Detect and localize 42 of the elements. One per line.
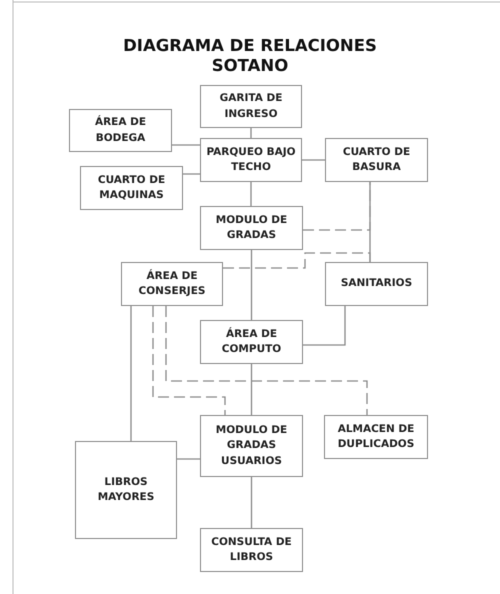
room-box xyxy=(200,320,303,364)
room-name: LIBROS MAYORES xyxy=(96,474,156,505)
room-box xyxy=(200,206,303,250)
connector-line xyxy=(302,159,325,161)
dashed-connector xyxy=(152,306,226,415)
connector-line xyxy=(250,128,252,138)
room-box xyxy=(69,109,172,152)
room-box xyxy=(200,138,302,182)
room-box xyxy=(200,415,303,477)
connector-line xyxy=(250,250,252,320)
room-name: MODULO DE GRADAS xyxy=(214,212,288,243)
connector-line xyxy=(250,364,252,415)
connector-line xyxy=(250,182,252,206)
room-name: GARITA DE INGRESO xyxy=(218,91,284,122)
dashed-connector xyxy=(223,252,371,269)
room-name: PARQUEO BAJO TECHO xyxy=(205,144,297,175)
room-name: CUARTO DE MAQUINAS xyxy=(96,172,166,203)
room-name: CUARTO DE BASURA xyxy=(342,144,412,175)
room-name: ALMACEN DE DUPLICADOS xyxy=(336,422,416,452)
room-name: CONSULTA DE LIBROS xyxy=(210,534,293,565)
room-box xyxy=(75,441,177,539)
connector-line xyxy=(250,477,252,528)
diagram-title: DIAGRAMA DE RELACIONES SOTANO xyxy=(122,36,378,76)
room-name: MODULO DE GRADAS USUARIOS xyxy=(214,423,288,469)
room-name: SANITARIOS xyxy=(340,276,414,292)
room-name: ÁREA DE COMPUTO xyxy=(220,326,282,357)
room-box xyxy=(80,166,183,210)
room-box xyxy=(324,415,428,459)
dashed-connector xyxy=(165,306,368,415)
dashed-connector xyxy=(303,182,371,231)
connector-line xyxy=(303,306,346,346)
connector-line xyxy=(130,306,132,441)
room-box xyxy=(200,85,302,128)
connector-line xyxy=(183,173,200,175)
connector-line xyxy=(172,144,200,146)
room-box xyxy=(325,262,428,306)
room-name: ÁREA DE BODEGA xyxy=(94,115,148,146)
room-box xyxy=(121,262,223,306)
room-box xyxy=(200,528,303,572)
connector-line xyxy=(177,458,200,460)
room-box xyxy=(325,138,428,182)
room-name: ÁREA DE CONSERJES xyxy=(138,268,206,299)
